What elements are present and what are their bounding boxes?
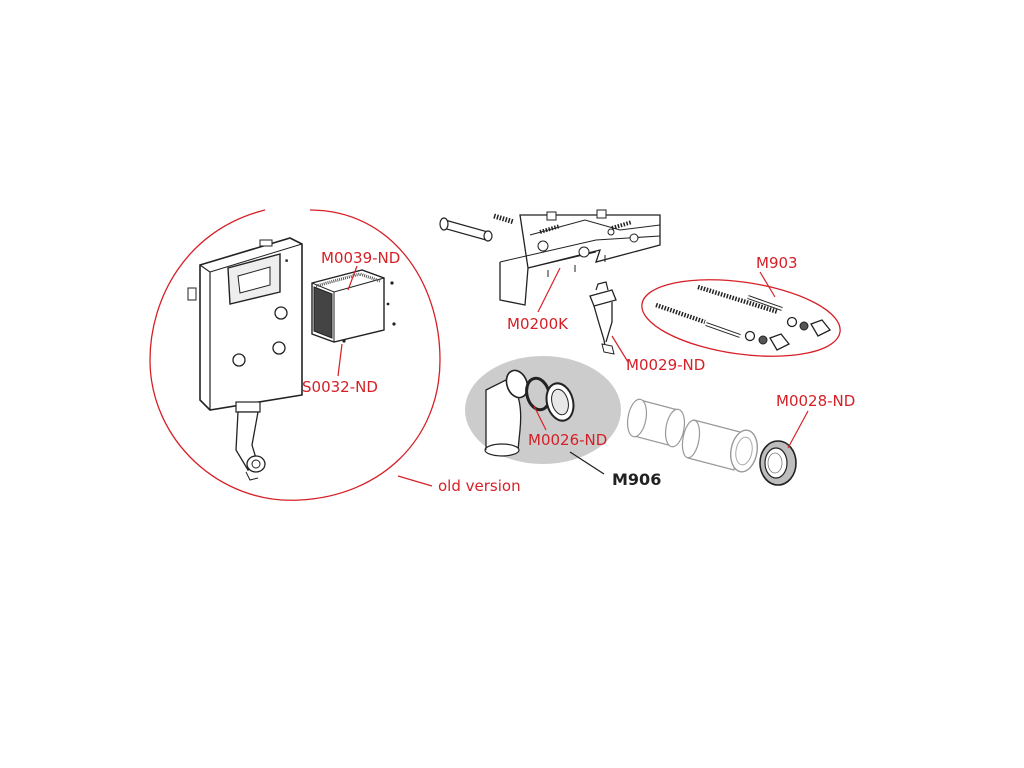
cistern-hole bbox=[232, 353, 246, 367]
label-m0200k: M0200K bbox=[507, 315, 569, 333]
leader-s0032 bbox=[337, 343, 343, 377]
rod-set-ellipse bbox=[641, 279, 841, 357]
flush-pipe bbox=[235, 401, 266, 481]
leader-old-version bbox=[397, 475, 433, 487]
leader-m0028 bbox=[787, 410, 809, 449]
leader-m906 bbox=[569, 451, 605, 475]
old-version-circle bbox=[149, 209, 441, 501]
cistern-hole bbox=[274, 306, 288, 320]
elbow-set: M0026-ND M906 bbox=[465, 356, 661, 489]
label-m0026: M0026-ND bbox=[528, 431, 607, 449]
frame-pin bbox=[439, 217, 493, 242]
label-m0029: M0029-ND bbox=[626, 356, 705, 374]
label-m0039: M0039-ND bbox=[321, 249, 400, 267]
cistern-old-version-group: ■ M0039-ND S0032-ND old version bbox=[149, 209, 521, 501]
label-s0032: S0032-ND bbox=[302, 378, 378, 396]
flush-box bbox=[311, 269, 396, 343]
rod-set: M903 bbox=[641, 254, 841, 357]
leader-m0039 bbox=[347, 265, 358, 291]
cistern-body: ■ bbox=[187, 237, 303, 411]
hook-bracket: M0029-ND bbox=[589, 281, 705, 374]
leader-m0026 bbox=[533, 405, 547, 431]
outlet-pipes: M0028-ND bbox=[626, 392, 855, 486]
label-old-version: old version bbox=[438, 477, 521, 495]
cistern-hole bbox=[272, 341, 286, 355]
label-m906: M906 bbox=[612, 470, 661, 489]
leader-m0200k bbox=[537, 267, 561, 313]
label-m903: M903 bbox=[756, 254, 798, 272]
leader-m0029 bbox=[611, 335, 629, 363]
frame-screw bbox=[493, 213, 515, 225]
mounting-frame: M0200K bbox=[439, 209, 661, 333]
label-m0028: M0028-ND bbox=[776, 392, 855, 410]
leader-m903 bbox=[759, 271, 776, 298]
svg-text:■: ■ bbox=[285, 258, 288, 264]
